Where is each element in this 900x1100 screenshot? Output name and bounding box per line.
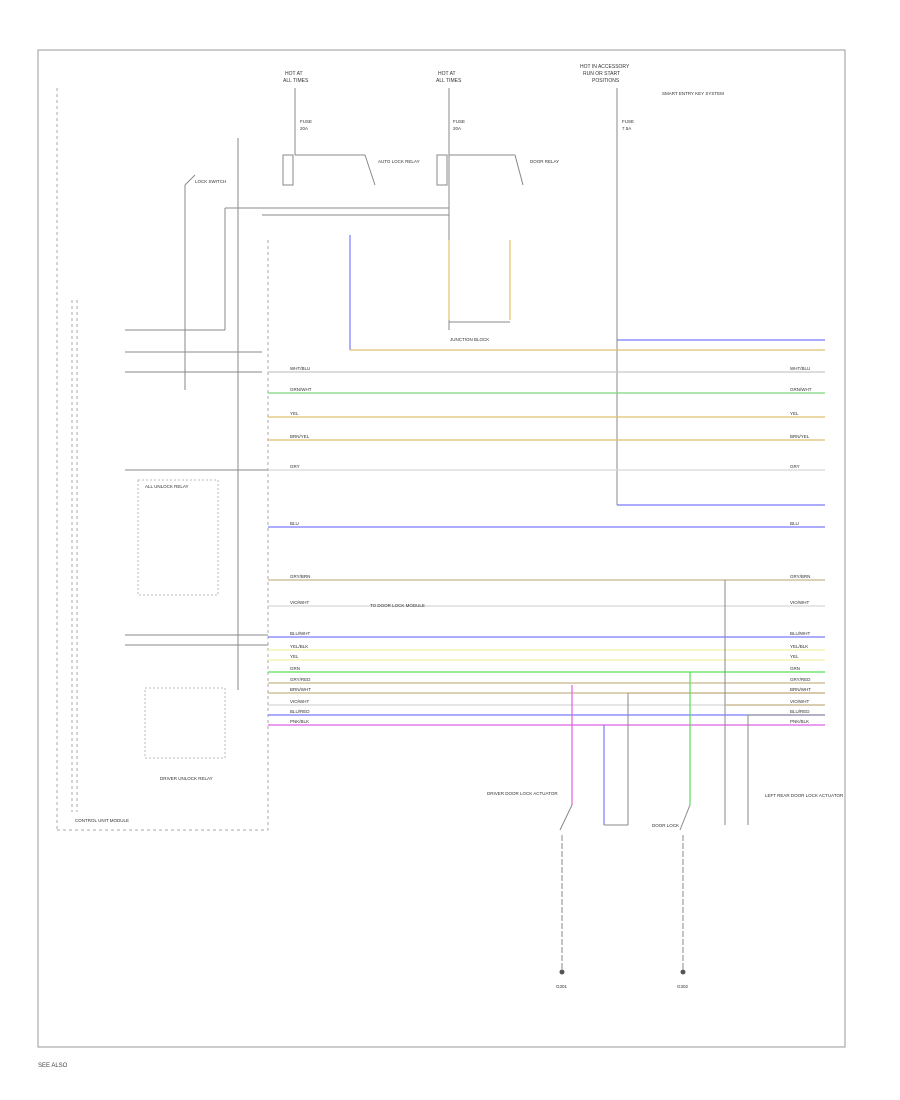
fuse-3: HOT IN ACCESSORY RUN OR START POSITIONS … <box>580 64 634 505</box>
control-unit-label: CONTROL UNIT MODULE <box>75 818 129 823</box>
wire-label-left: VIO/WHT <box>290 699 309 704</box>
fuse-2-amps: 20A <box>453 126 461 131</box>
driver-actuator-label: DRIVER DOOR LOCK ACTUATOR <box>487 791 558 796</box>
wire-label-right: VIO/WHT <box>790 699 809 704</box>
wire-label-right: BLU/WHT <box>790 631 811 636</box>
sensor-label: TO DOOR LOCK MODULE <box>370 603 425 608</box>
wire-label-right: BRN/YEL <box>790 434 810 439</box>
wire-label-left: BRN/WHT <box>290 687 311 692</box>
wire-label-left: GRN <box>290 666 300 671</box>
wire-label-left: VIO/WHT <box>290 600 309 605</box>
wire-label-left: BRN/YEL <box>290 434 310 439</box>
fuse-3-rating: FUSE <box>622 119 634 124</box>
wire-label-right: GRY/RED <box>790 677 811 682</box>
wire-label-right: BRN/WHT <box>790 687 811 692</box>
fuse-3-sub: RUN OR START <box>583 71 620 77</box>
right-rear-actuator: LEFT REAR DOOR LOCK ACTUATOR <box>724 580 844 825</box>
wire-label-right: VIO/WHT <box>790 600 809 605</box>
wire-label-left: GRY/RED <box>290 677 311 682</box>
smart-entry-note: SMART ENTRY KEY SYSTEM <box>662 91 724 96</box>
wire-label-right: GRY <box>790 464 800 469</box>
wire-label-left: BLU <box>290 521 299 526</box>
driver-door-actuator: DRIVER DOOR LOCK ACTUATOR G301 <box>487 685 573 989</box>
wire-label-left: YEL <box>290 411 299 416</box>
door-relay-label: DOOR RELAY <box>530 159 559 164</box>
diagram-frame <box>37 49 846 1048</box>
wire-label-right: PNK/BLK <box>790 719 809 724</box>
fuse-2-rating: FUSE <box>453 119 465 124</box>
wire-label-right: YEL <box>790 411 799 416</box>
wire-label-left: BLU/RED <box>290 709 310 714</box>
fuse-1-top: HOT AT <box>285 71 303 77</box>
fuse-2-sub: ALL TIMES <box>436 78 462 84</box>
wire-label-left: BLU/WHT <box>290 631 311 636</box>
door-relay: DOOR RELAY <box>449 154 559 186</box>
all-unlock-relay-label: ALL UNLOCK RELAY <box>145 484 189 489</box>
fuse-2: HOT AT ALL TIMES FUSE 20A <box>436 71 465 330</box>
wire-label-right: YEL/BLK <box>790 644 808 649</box>
wire-label-left: GRY/BRN <box>290 574 310 579</box>
fuse-1-rating: FUSE <box>300 119 312 124</box>
wire-label-right: GRY/BRN <box>790 574 810 579</box>
ground-g301: G301 <box>556 984 568 989</box>
fuse-3-top: HOT IN ACCESSORY <box>580 64 630 70</box>
ground-g302: G302 <box>677 984 689 989</box>
center-door-actuator: DOOR LOCK G302 <box>603 672 825 989</box>
rear-actuator-label: LEFT REAR DOOR LOCK ACTUATOR <box>765 793 844 798</box>
wire-label-left: YEL <box>290 654 299 659</box>
fuse-1-amps: 20A <box>300 126 308 131</box>
wire-bus: WHT/BLU WHT/BLU GRN/WHT GRN/WHT YEL YEL BRN/YE… <box>268 366 825 726</box>
center-actuator-label: DOOR LOCK <box>652 823 679 828</box>
control-unit-box <box>56 88 269 831</box>
fuse-3-sub2: POSITIONS <box>592 78 620 84</box>
fuse-2-top: HOT AT <box>438 71 456 77</box>
junction-label: JUNCTION BLOCK <box>450 337 489 342</box>
driver-unlock-relay: DRIVER UNLOCK RELAY <box>144 687 226 781</box>
fuse-1-sub: ALL TIMES <box>283 78 309 84</box>
lock-switch: LOCK SWITCH <box>125 138 449 690</box>
lock-switch-label: LOCK SWITCH <box>195 179 226 184</box>
auto-lock-relay-label: AUTO LOCK RELAY <box>378 159 420 164</box>
wire-label-right: BLU/RED <box>790 709 810 714</box>
auto-lock-relay: AUTO LOCK RELAY <box>295 154 420 186</box>
wire-label-left: YEL/BLK <box>290 644 308 649</box>
wire-label-right: YEL <box>790 654 799 659</box>
all-unlock-relay: ALL UNLOCK RELAY <box>125 469 268 646</box>
wire-label-left: PNK/BLK <box>290 719 309 724</box>
wire-label-left: WHT/BLU <box>290 366 310 371</box>
wire-label-right: GRN/WHT <box>790 387 812 392</box>
fuse-3-amps: 7.5A <box>622 126 631 131</box>
wire-label-left: GRN/WHT <box>290 387 312 392</box>
wire-label-right: BLU <box>790 521 799 526</box>
wire-label-left: GRY <box>290 464 300 469</box>
page-id: SEE ALSO <box>38 1063 68 1069</box>
wire-label-right: WHT/BLU <box>790 366 810 371</box>
driver-unlock-relay-label: DRIVER UNLOCK RELAY <box>160 776 213 781</box>
wire-label-right: GRN <box>790 666 800 671</box>
fuse-1: HOT AT ALL TIMES FUSE 20A <box>282 71 312 186</box>
